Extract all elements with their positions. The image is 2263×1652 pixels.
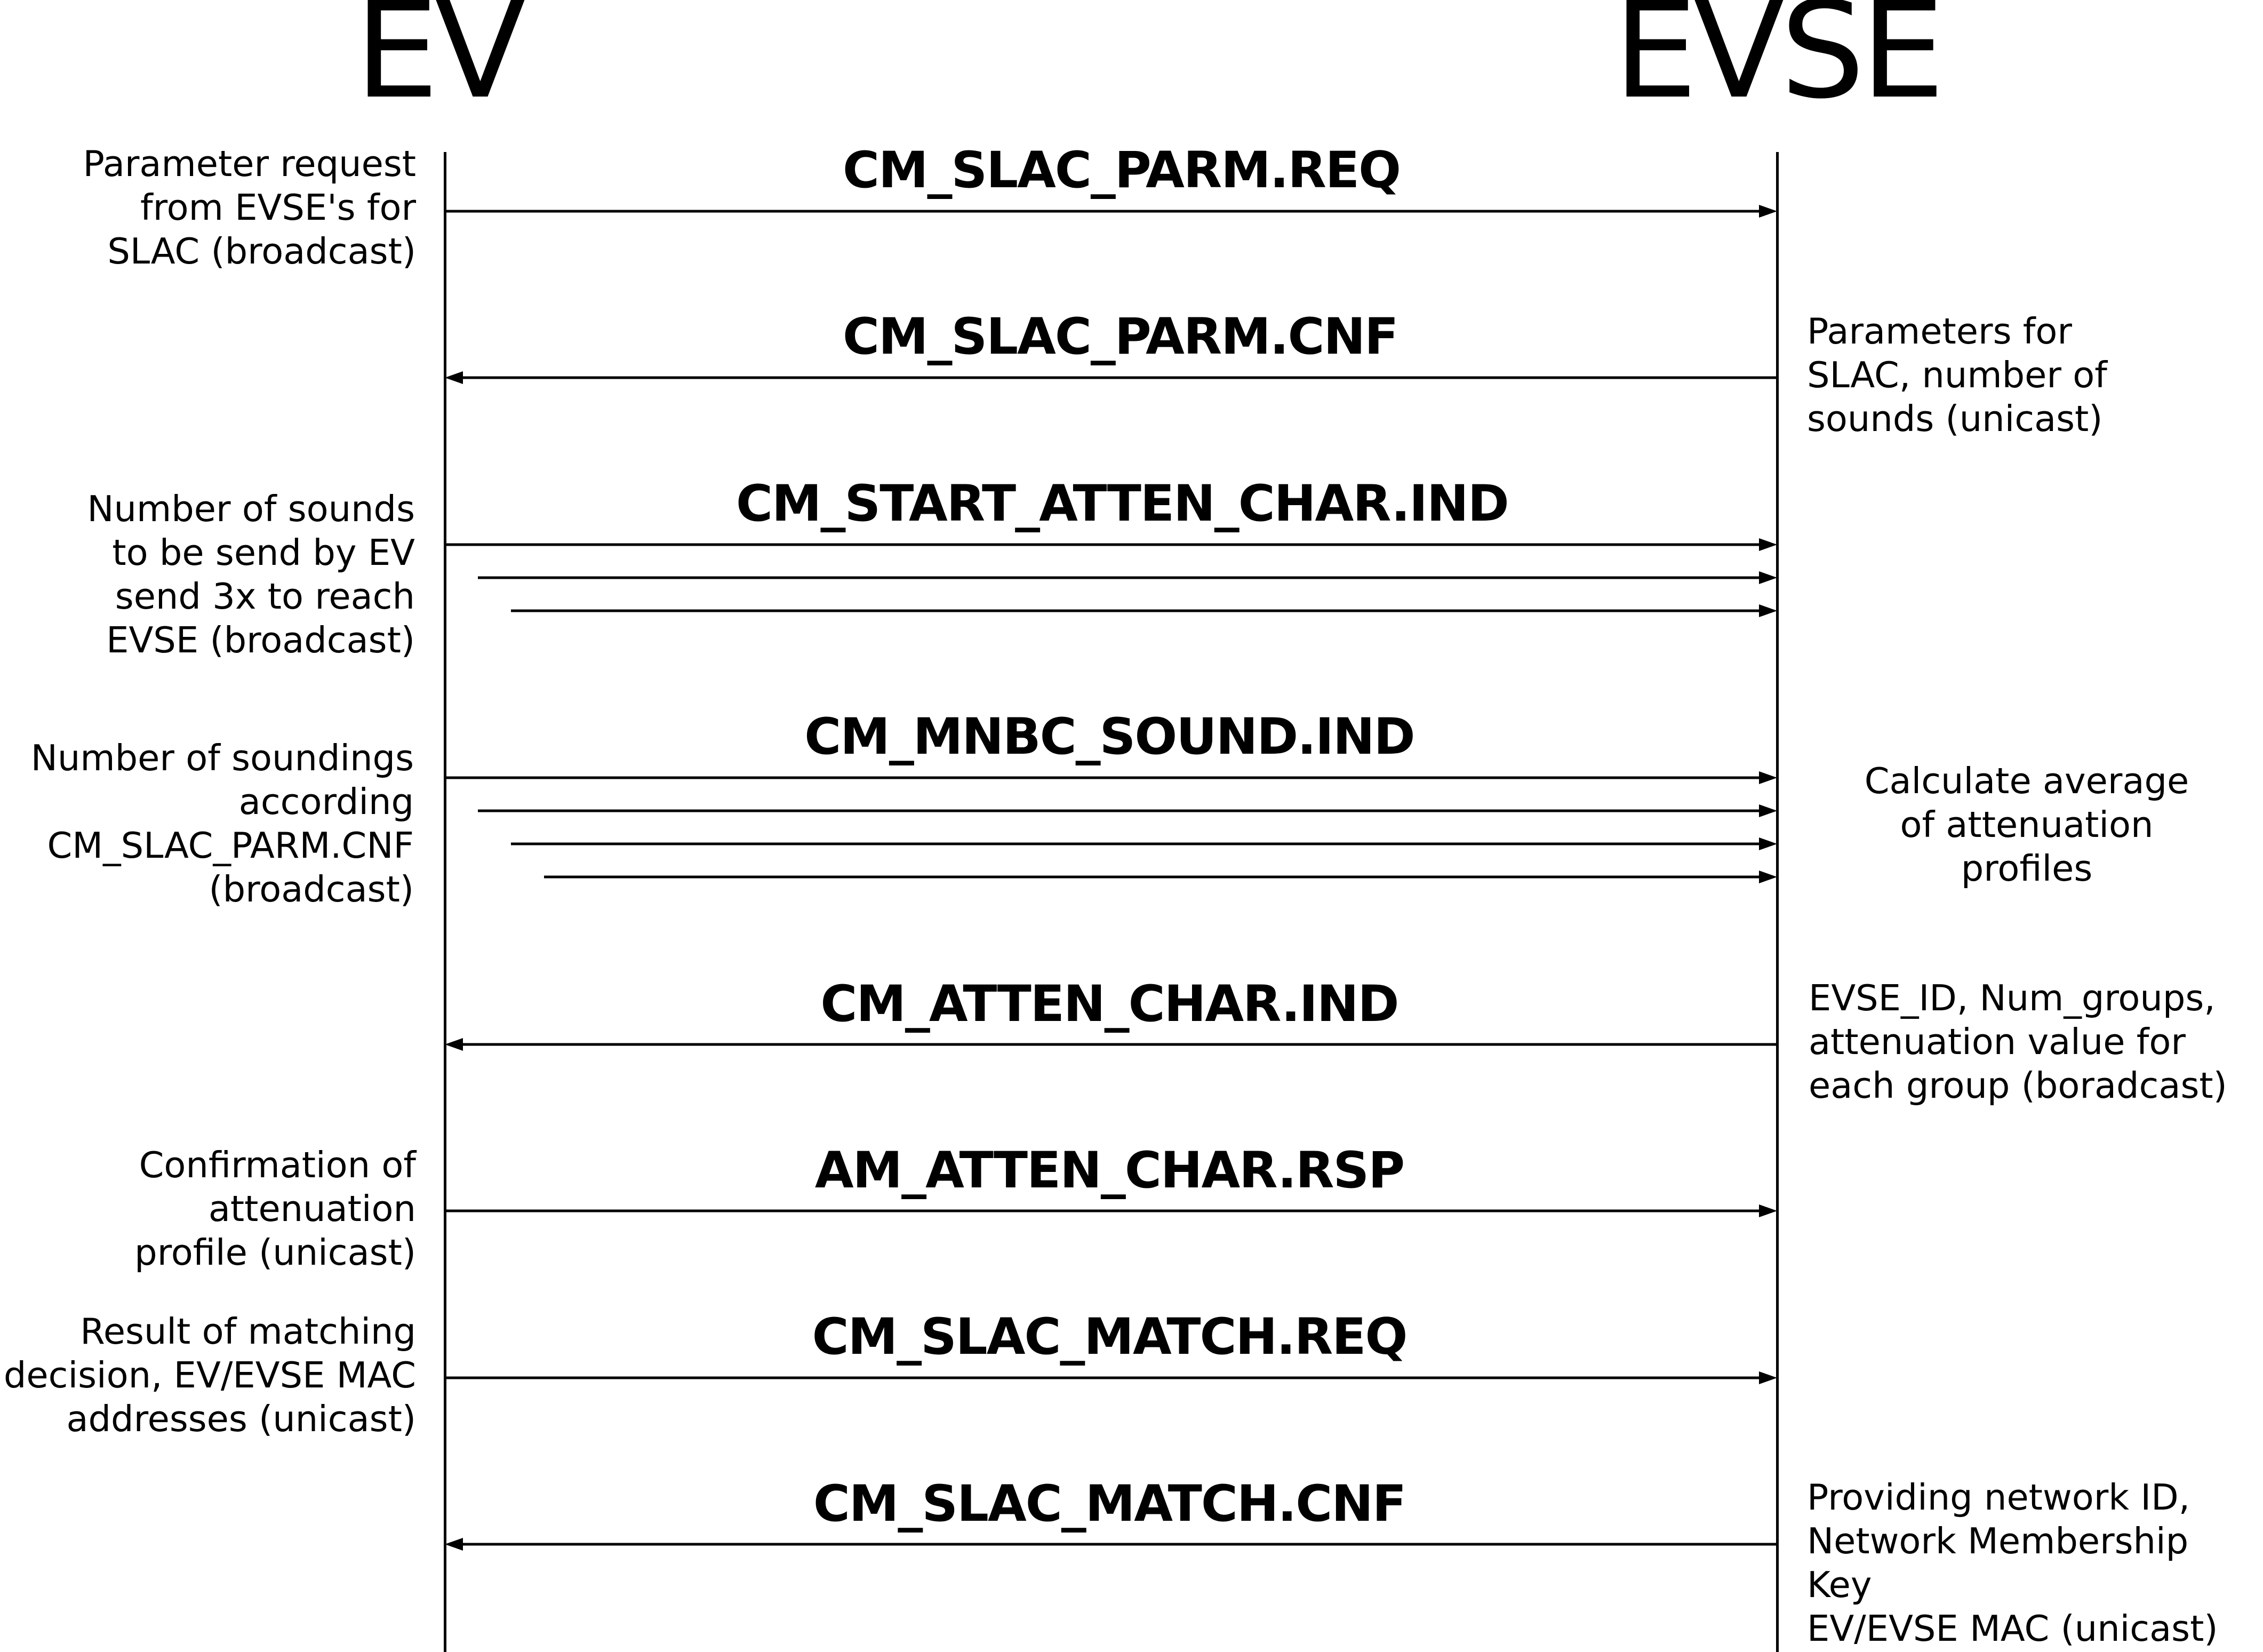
message-label: CM_SLAC_MATCH.CNF bbox=[813, 1475, 1406, 1533]
message-label: CM_ATTEN_CHAR.IND bbox=[820, 975, 1399, 1033]
note-mnbc-sound: Number of soundings according CM_SLAC_PA… bbox=[30, 737, 414, 910]
arrowhead-icon bbox=[1759, 804, 1777, 817]
arrowhead-icon bbox=[1759, 771, 1777, 784]
message-label: CM_SLAC_PARM.CNF bbox=[843, 308, 1398, 366]
note-match-cnf: Providing network ID, Network Membership… bbox=[1807, 1477, 2218, 1649]
message-label: AM_ATTEN_CHAR.RSP bbox=[814, 1142, 1405, 1200]
arrowhead-icon bbox=[1759, 837, 1777, 850]
note-slac-parm-cnf: Parameters for SLAC, number of sounds (u… bbox=[1807, 310, 2107, 440]
arrowhead-icon bbox=[1759, 604, 1777, 617]
lifeline-ev bbox=[444, 152, 446, 1652]
arrowhead-icon bbox=[1759, 1204, 1777, 1217]
message-label: CM_START_ATTEN_CHAR.IND bbox=[736, 475, 1509, 533]
arrowhead-icon bbox=[1759, 1371, 1777, 1384]
note-atten-char-ind: EVSE_ID, Num_groups, attenuation value f… bbox=[1809, 977, 2227, 1106]
note-slac-parm-req: Parameter request from EVSE's for SLAC (… bbox=[83, 143, 416, 272]
lifeline-evse bbox=[1776, 152, 1779, 1652]
actor-evse: EVSE bbox=[1613, 0, 1945, 128]
arrowhead-icon bbox=[1759, 571, 1777, 584]
message-label: CM_SLAC_PARM.REQ bbox=[843, 141, 1401, 199]
arrowhead-icon bbox=[1759, 205, 1777, 218]
message-label: CM_SLAC_MATCH.REQ bbox=[812, 1308, 1408, 1366]
arrowhead-icon bbox=[445, 1038, 463, 1051]
message-label: CM_MNBC_SOUND.IND bbox=[804, 708, 1415, 766]
note-match-req: Result of matching decision, EV/EVSE MAC… bbox=[3, 1311, 416, 1440]
note-calc-average: Calculate average of attenuation profile… bbox=[1864, 760, 2189, 889]
arrowhead-icon bbox=[445, 1538, 463, 1551]
note-atten-char-rsp: Confirmation of attenuation profile (uni… bbox=[134, 1144, 416, 1273]
actor-ev: EV bbox=[355, 0, 526, 128]
arrowhead-icon bbox=[1759, 538, 1777, 551]
arrowhead-icon bbox=[445, 371, 463, 384]
arrowhead-icon bbox=[1759, 871, 1777, 883]
note-start-atten: Number of sounds to be send by EV send 3… bbox=[87, 488, 415, 661]
